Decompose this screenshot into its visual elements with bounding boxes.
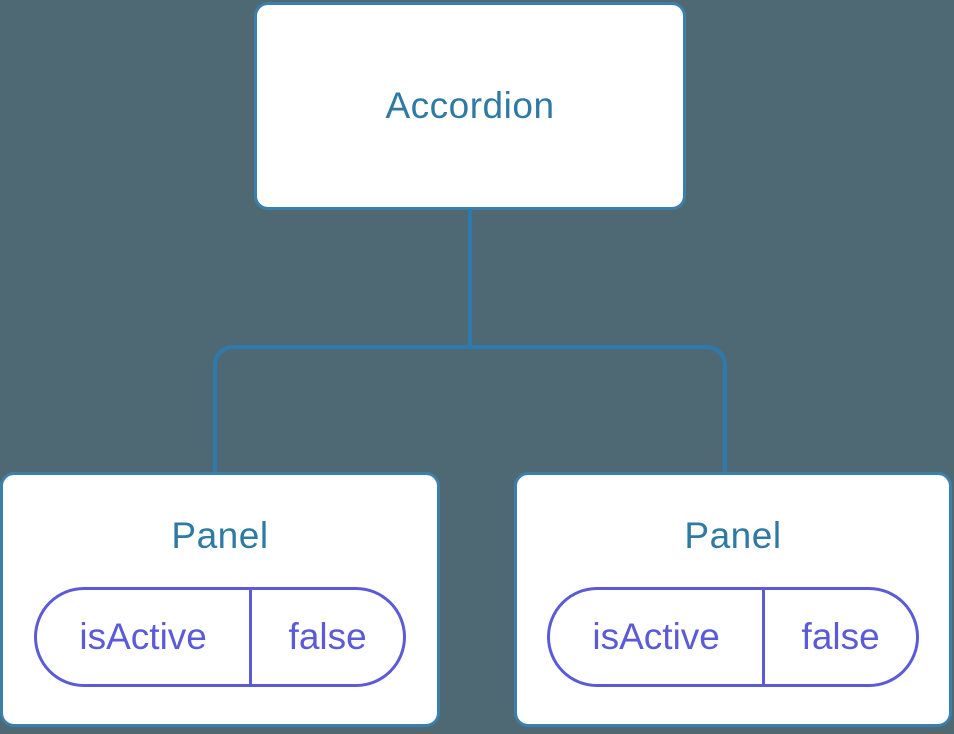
panel-right-state-value: false <box>801 616 880 657</box>
connector-branch-bracket <box>213 345 727 473</box>
panel-node-right: Panel isActive false <box>514 472 952 727</box>
panel-left-label: Panel <box>171 515 269 556</box>
panel-left-state-pill: isActive false <box>34 587 406 687</box>
panel-left-state-value: false <box>288 616 367 657</box>
accordion-node-label: Accordion <box>385 85 555 126</box>
panel-node-left: Panel isActive false <box>0 472 440 727</box>
panel-left-state-key: isActive <box>37 590 253 684</box>
panel-right-label: Panel <box>684 515 782 556</box>
connector-stem-line <box>468 209 472 349</box>
panel-right-state-key: isActive <box>550 590 766 684</box>
accordion-node: Accordion <box>254 2 686 210</box>
panel-right-state-pill: isActive false <box>547 587 919 687</box>
